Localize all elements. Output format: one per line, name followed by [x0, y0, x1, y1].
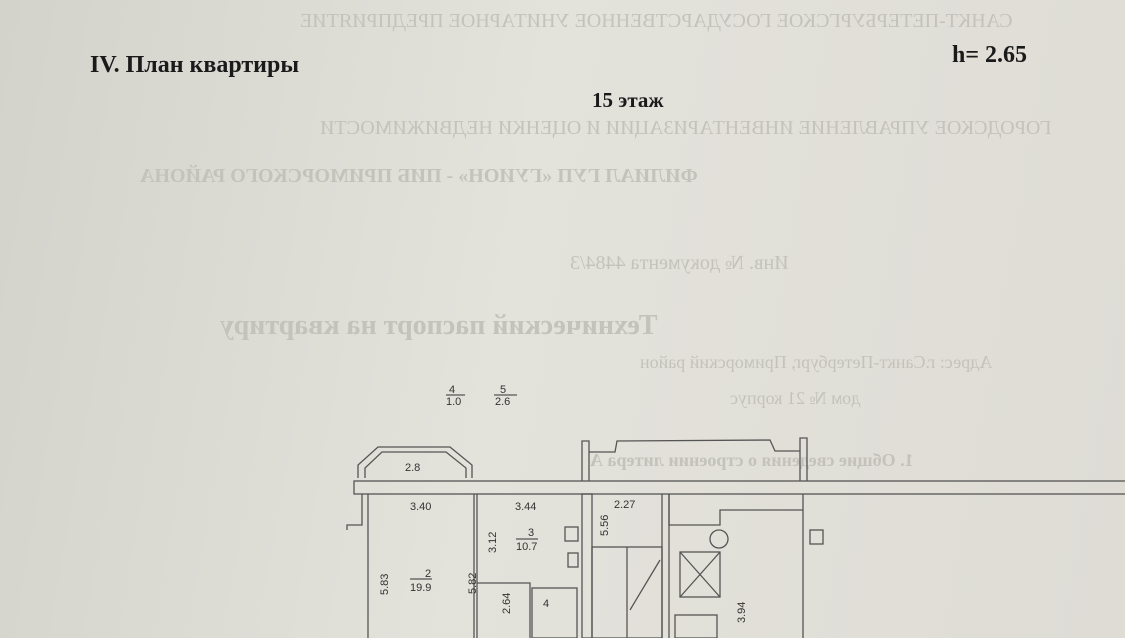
room-number: 2 — [425, 568, 431, 580]
bathroom — [531, 587, 578, 638]
elevator-cross — [679, 551, 721, 598]
dimension: 3.12 — [487, 532, 499, 553]
room-number: 4 — [543, 598, 549, 610]
balcony-4-area: 1.0 — [446, 396, 461, 408]
chute — [709, 529, 729, 549]
dimension: 3.44 — [515, 501, 536, 513]
room-number: 3 — [528, 527, 534, 539]
stove-icon — [809, 529, 824, 545]
dimension: 5.56 — [599, 515, 611, 536]
section-title: IV. План квартиры — [90, 52, 300, 78]
dimension: 2.64 — [501, 593, 513, 614]
sink-icon — [567, 552, 579, 568]
balcony-outline — [357, 446, 473, 478]
dimension: 3.40 — [410, 501, 431, 513]
wall — [581, 493, 593, 638]
dimension: 3.94 — [736, 602, 748, 623]
dimension: 2.8 — [405, 462, 420, 474]
balcony-5-area: 2.6 — [495, 396, 510, 408]
dimension: 5.83 — [379, 574, 391, 595]
wall — [581, 440, 590, 481]
exterior-wall — [353, 480, 1125, 495]
wall — [799, 437, 808, 481]
floor-label: 15 этаж — [592, 88, 664, 112]
room-area: 10.7 — [516, 541, 537, 553]
balcony-5-num: 5 — [500, 384, 506, 396]
wall — [668, 494, 803, 526]
wall — [346, 494, 363, 530]
dimension: 2.27 — [614, 499, 635, 511]
room-area: 19.9 — [410, 582, 431, 594]
loggia-outline — [589, 439, 800, 453]
dimension: 5.82 — [467, 573, 479, 594]
stove-icon — [564, 526, 579, 542]
wall — [477, 582, 531, 638]
balcony-outline — [364, 451, 467, 478]
ceiling-height: h= 2.65 — [952, 42, 1028, 68]
stair-arrow — [629, 559, 661, 611]
elevator — [674, 614, 718, 638]
balcony-4-num: 4 — [449, 384, 455, 396]
elevator — [679, 551, 721, 598]
